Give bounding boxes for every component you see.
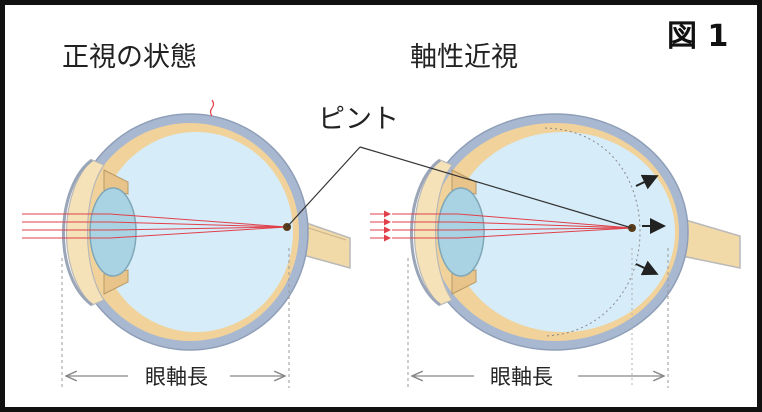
right-lens	[437, 187, 485, 277]
focus-leader-lines	[286, 146, 633, 229]
elongation-arrows	[635, 174, 666, 276]
right-eye	[370, 113, 741, 388]
left-cornea	[65, 159, 105, 306]
left-eye	[22, 99, 351, 388]
left-eye-title: 正視の状態	[62, 42, 197, 73]
figure-label: 図 1	[667, 19, 728, 54]
left-vitreous	[99, 132, 293, 332]
right-normal-outline	[544, 127, 641, 337]
left-light-rays	[22, 213, 288, 239]
right-eye-title: 軸性近視	[410, 42, 518, 73]
right-cornea	[413, 159, 453, 306]
focus-label: ピント	[318, 104, 399, 135]
right-axial-length-label: 眼軸長	[490, 365, 553, 389]
left-axial-length-label: 眼軸長	[145, 365, 208, 389]
left-lens	[89, 187, 137, 277]
right-light-rays	[370, 210, 633, 242]
